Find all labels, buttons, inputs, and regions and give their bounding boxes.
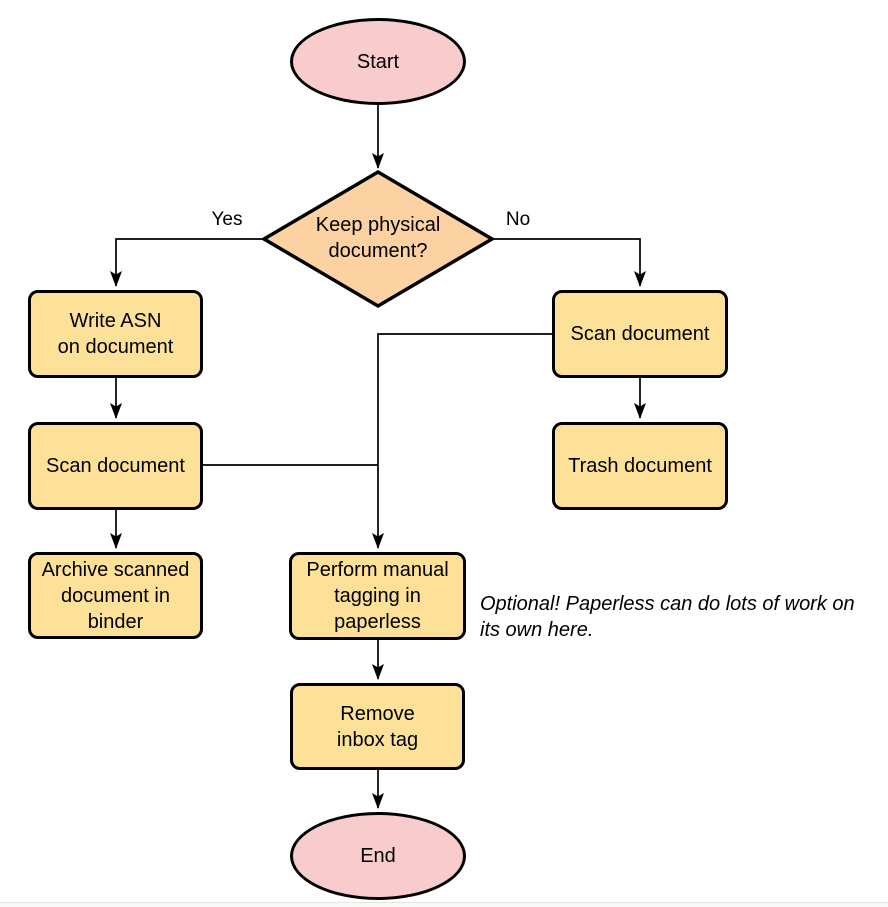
edge-label-yes: Yes bbox=[211, 209, 243, 230]
node-end: End bbox=[290, 812, 466, 900]
edge-scan-right-to-tagging bbox=[372, 333, 552, 549]
bottom-window-edge bbox=[0, 902, 888, 907]
edge-decision-no-to-scan-right bbox=[492, 238, 646, 287]
node-decision-label: Keep physical document? bbox=[315, 214, 441, 262]
annotation-optional-note: Optional! Paperless can do lots of work … bbox=[480, 593, 855, 642]
node-write-asn-on-document: Write ASN on document bbox=[28, 290, 203, 378]
node-perform-manual-tagging: Perform manual tagging in paperless bbox=[289, 552, 466, 640]
node-scan-document-left: Scan document bbox=[28, 422, 203, 510]
edge-label-no: No bbox=[505, 209, 531, 230]
decision-diamond-shape bbox=[260, 169, 496, 309]
edge-decision-yes-to-write-asn bbox=[110, 238, 264, 287]
node-trash-document: Trash document bbox=[552, 422, 728, 510]
node-scan-document-right: Scan document bbox=[552, 290, 728, 378]
node-remove-inbox-tag: Remove inbox tag bbox=[290, 683, 465, 770]
node-start: Start bbox=[290, 18, 466, 105]
node-archive-scanned-document: Archive scanned document in binder bbox=[28, 552, 203, 639]
